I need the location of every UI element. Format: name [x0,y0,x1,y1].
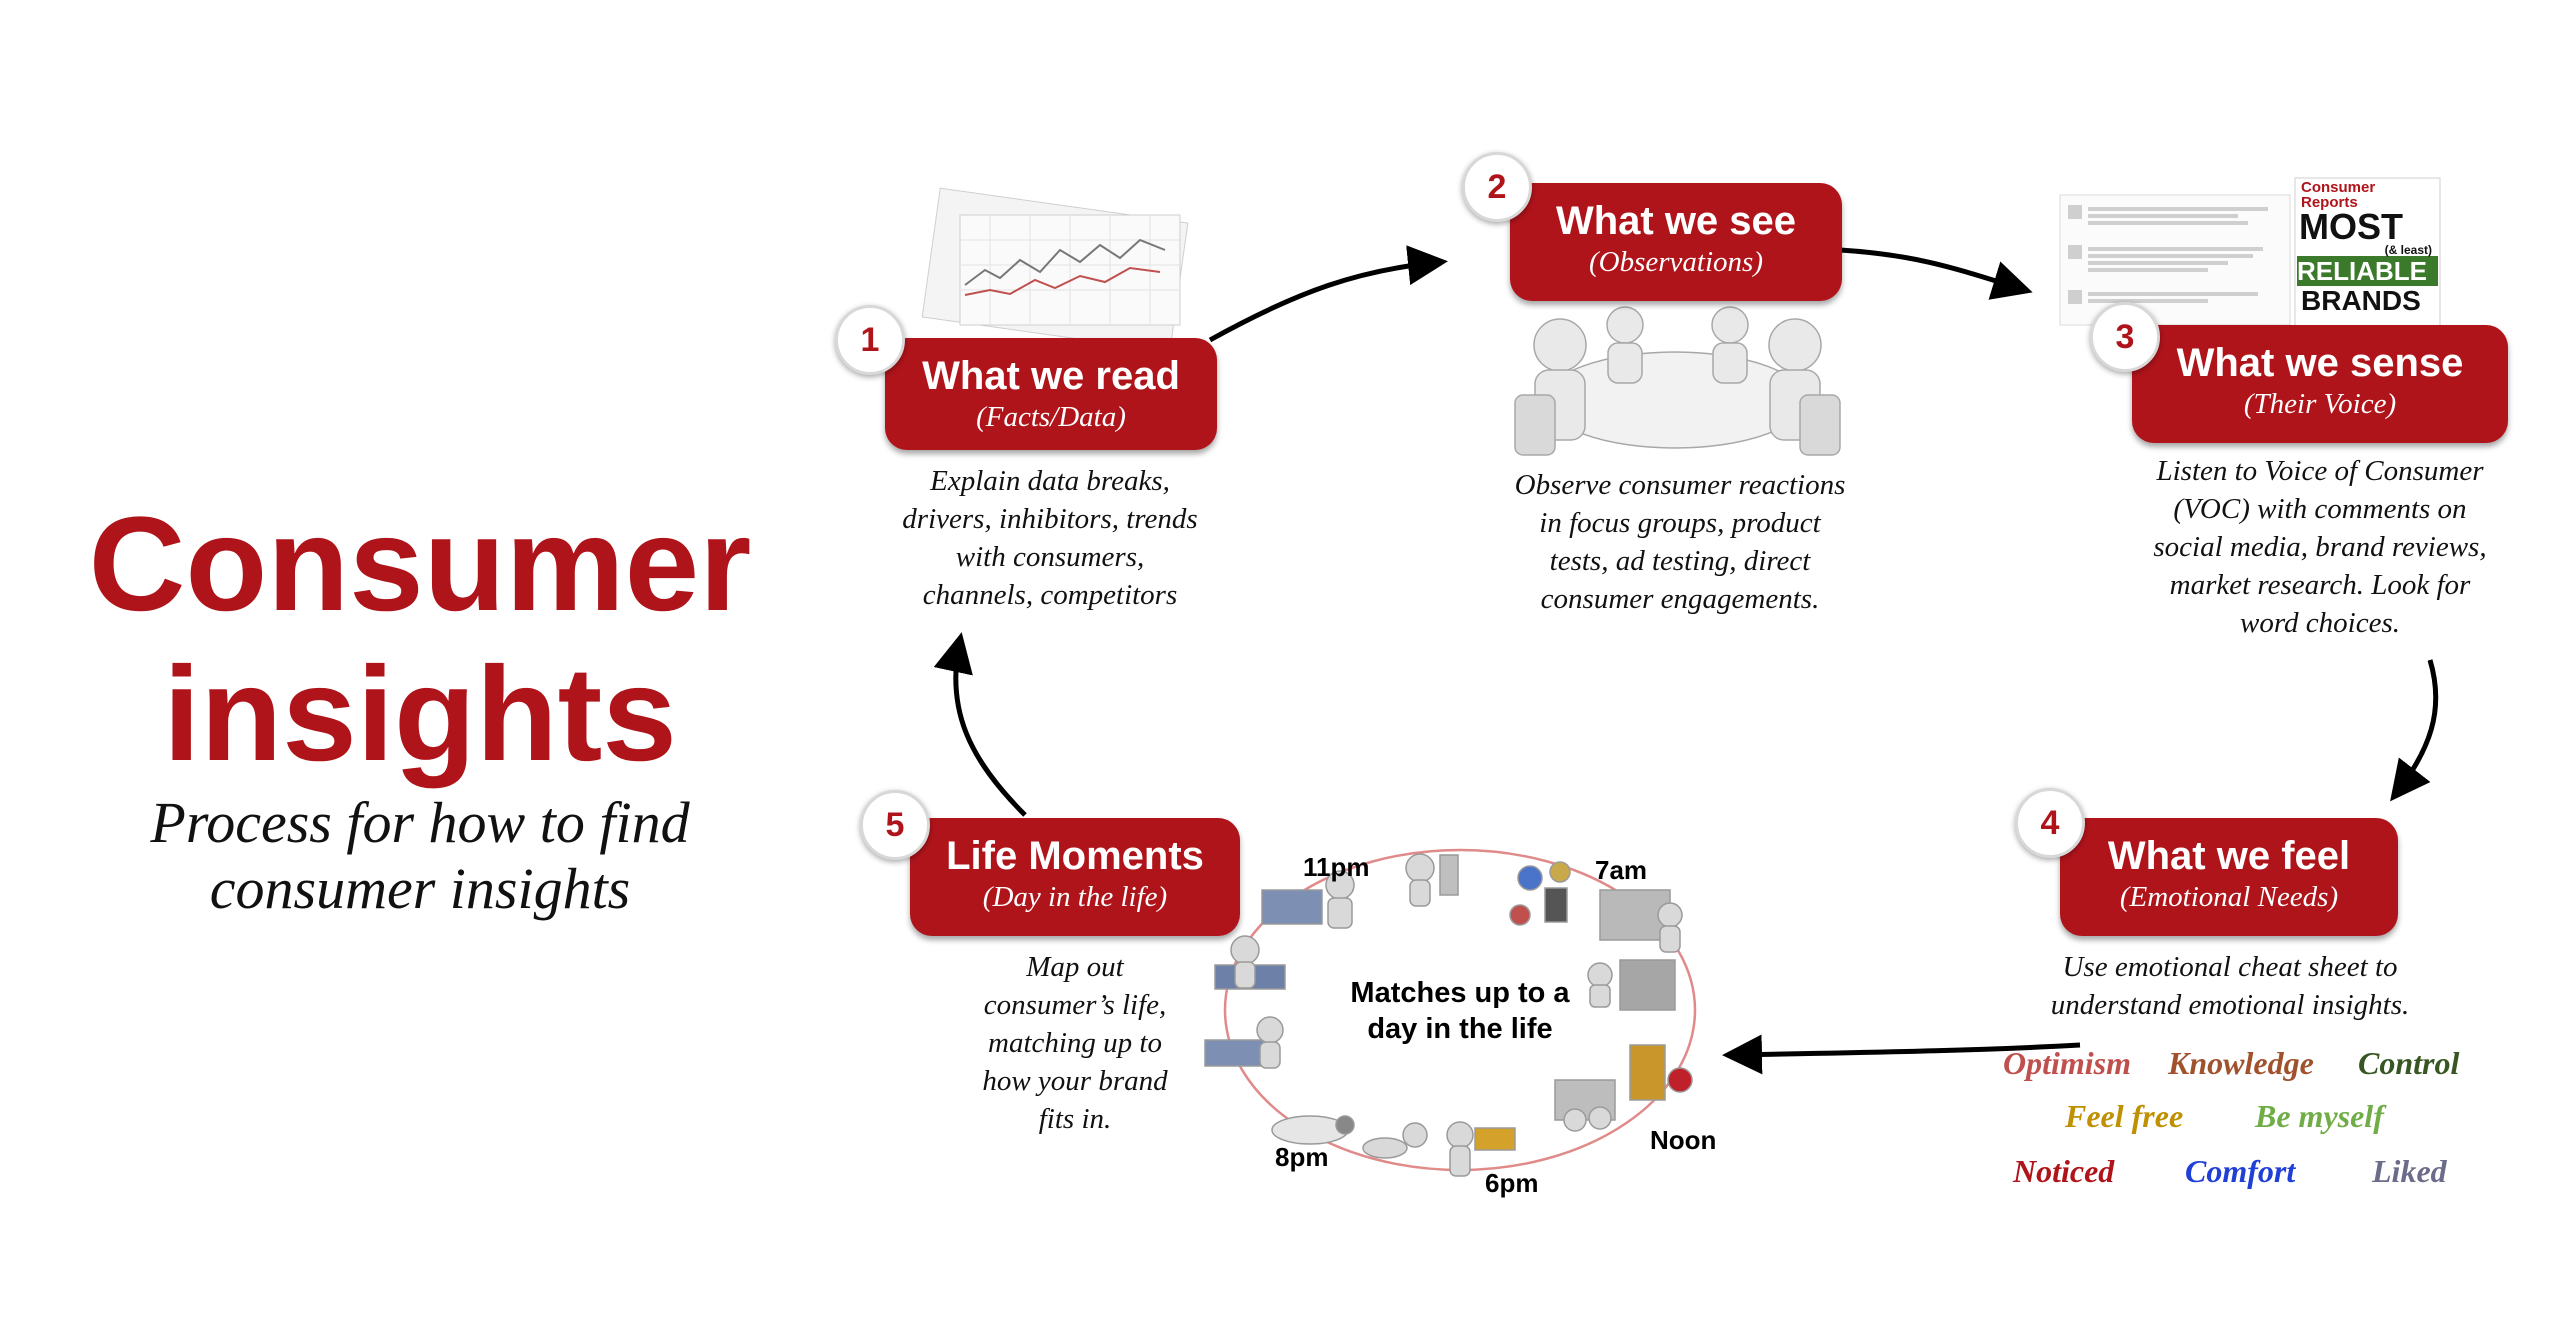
step-3-desc-line: word choices. [2239,607,2400,639]
step-3-description: Listen to Voice of Consumer (VOC) with c… [2110,452,2530,642]
arrow-3-to-4 [2390,659,2439,802]
emotion-knowledge: Knowledge [2168,1045,2314,1081]
step-1-number-badge: 1 [835,305,905,375]
cover-headline-brands: BRANDS [2301,285,2421,316]
step-5-title: Life Moments [946,834,1204,878]
step-4-number-badge: 4 [2015,788,2085,858]
emotion-comfort: Comfort [2185,1153,2296,1189]
time-label-6pm: 6pm [1485,1168,1539,1198]
step-2-box: What we see (Observations) [1510,183,1842,301]
step-1-desc-line: drivers, inhibitors, trends [902,503,1198,535]
day-center-line: day in the life [1367,1013,1553,1045]
step-5-desc-line: how your brand [982,1065,1168,1097]
step-4-description: Use emotional cheat sheet to understand … [2010,948,2450,1024]
step-5-desc-line: Map out [1026,951,1124,983]
step-1-subtitle: (Facts/Data) [976,401,1126,433]
time-label-7am: 7am [1595,855,1648,885]
cover-headline-least: (& least) [2384,243,2432,257]
step-1-title: What we read [922,354,1180,398]
day-center-line: Matches up to a [1350,977,1570,1009]
cover-headline-reliable: RELIABLE [2297,256,2438,286]
arrow-5-to-1 [933,632,1027,817]
step-1-box: What we read (Facts/Data) [885,338,1217,450]
arrow-2-to-3 [1839,247,2033,300]
step-1-desc-line: with consumers, [955,541,1145,573]
step-5-box: Life Moments (Day in the life) [910,818,1240,936]
step-1-desc-line: channels, competitors [922,579,1178,611]
step-5-desc-line: consumer’s life, [983,989,1167,1021]
step-2-desc-line: Observe consumer reactions [1514,469,1846,501]
emotion-liked: Liked [2372,1153,2447,1189]
consumer-reports-cover: Consumer Reports MOST (& least) RELIABLE… [2297,180,2438,326]
cover-brand-line2: Reports [2301,194,2358,211]
page-title: Consumer insights [70,490,770,790]
cover-headline-most: MOST [2299,206,2403,247]
time-label-noon: Noon [1650,1125,1717,1155]
emotion-optimism: Optimism [2003,1045,2132,1081]
step-5-description: Map out consumer’s life, matching up to … [930,948,1220,1138]
step-2-title: What we see [1555,199,1797,243]
step-3-number-badge: 3 [2090,302,2160,372]
step-2-number-badge: 2 [1462,152,1532,222]
emotion-feel-free: Feel free [2065,1098,2184,1134]
arrow-1-to-2 [1208,245,1448,343]
step-5-desc-line: matching up to [988,1027,1162,1059]
meeting-illustration [1514,306,1841,456]
step-4-subtitle: (Emotional Needs) [2119,881,2339,913]
time-label-11pm: 11pm [1303,852,1370,882]
step-3-desc-line: (VOC) with comments on [2173,493,2467,525]
step-4-desc-line: understand emotional insights. [2050,989,2410,1021]
subtitle-line-1: Process for how to find [150,790,690,855]
step-3-title: What we sense [2176,341,2464,385]
step-3-box: What we sense (Their Voice) [2132,325,2508,443]
step-2-subtitle: (Observations) [1589,246,1763,278]
emotion-control: Control [2358,1045,2460,1081]
step-4-desc-line: Use emotional cheat sheet to [2062,951,2398,983]
step-5-number-badge: 5 [860,790,930,860]
title-line-2: insights [163,640,677,789]
step-5-desc-line: fits in. [1038,1103,1112,1135]
step-3-subtitle: (Their Voice) [2243,388,2397,420]
step-1-description: Explain data breaks, drivers, inhibitors… [850,462,1250,614]
step-3-desc-line: social media, brand reviews, [2153,531,2487,563]
subtitle-line-2: consumer insights [209,856,631,921]
step-5-subtitle: (Day in the life) [982,881,1168,913]
step-2-desc-line: tests, ad testing, direct [1549,545,1811,577]
step-2-desc-line: consumer engagements. [1540,583,1820,615]
day-cycle-center-label: Matches up to a day in the life [1310,975,1610,1047]
time-label-8pm: 8pm [1275,1142,1329,1172]
voc-illustration [2059,177,2441,329]
step-3-desc-line: Listen to Voice of Consumer [2156,455,2484,487]
page-subtitle: Process for how to find consumer insight… [110,790,730,922]
emotion-be-myself: Be myself [2255,1098,2384,1134]
title-line-1: Consumer [88,490,752,639]
step-4-title: What we feel [2107,834,2351,878]
step-2-description: Observe consumer reactions in focus grou… [1465,466,1895,618]
arrow-4-to-day [1722,1034,2081,1075]
step-2-desc-line: in focus groups, product [1539,507,1821,539]
step-1-desc-line: Explain data breaks, [930,465,1170,497]
emotion-noticed: Noticed [2013,1153,2115,1189]
cover-brand-line1: Consumer [2301,180,2376,196]
step-4-box: What we feel (Emotional Needs) [2060,818,2398,936]
data-chart-illustration [921,187,1189,353]
step-3-desc-line: market research. Look for [2169,569,2471,601]
figure-icon [1204,853,1693,1177]
